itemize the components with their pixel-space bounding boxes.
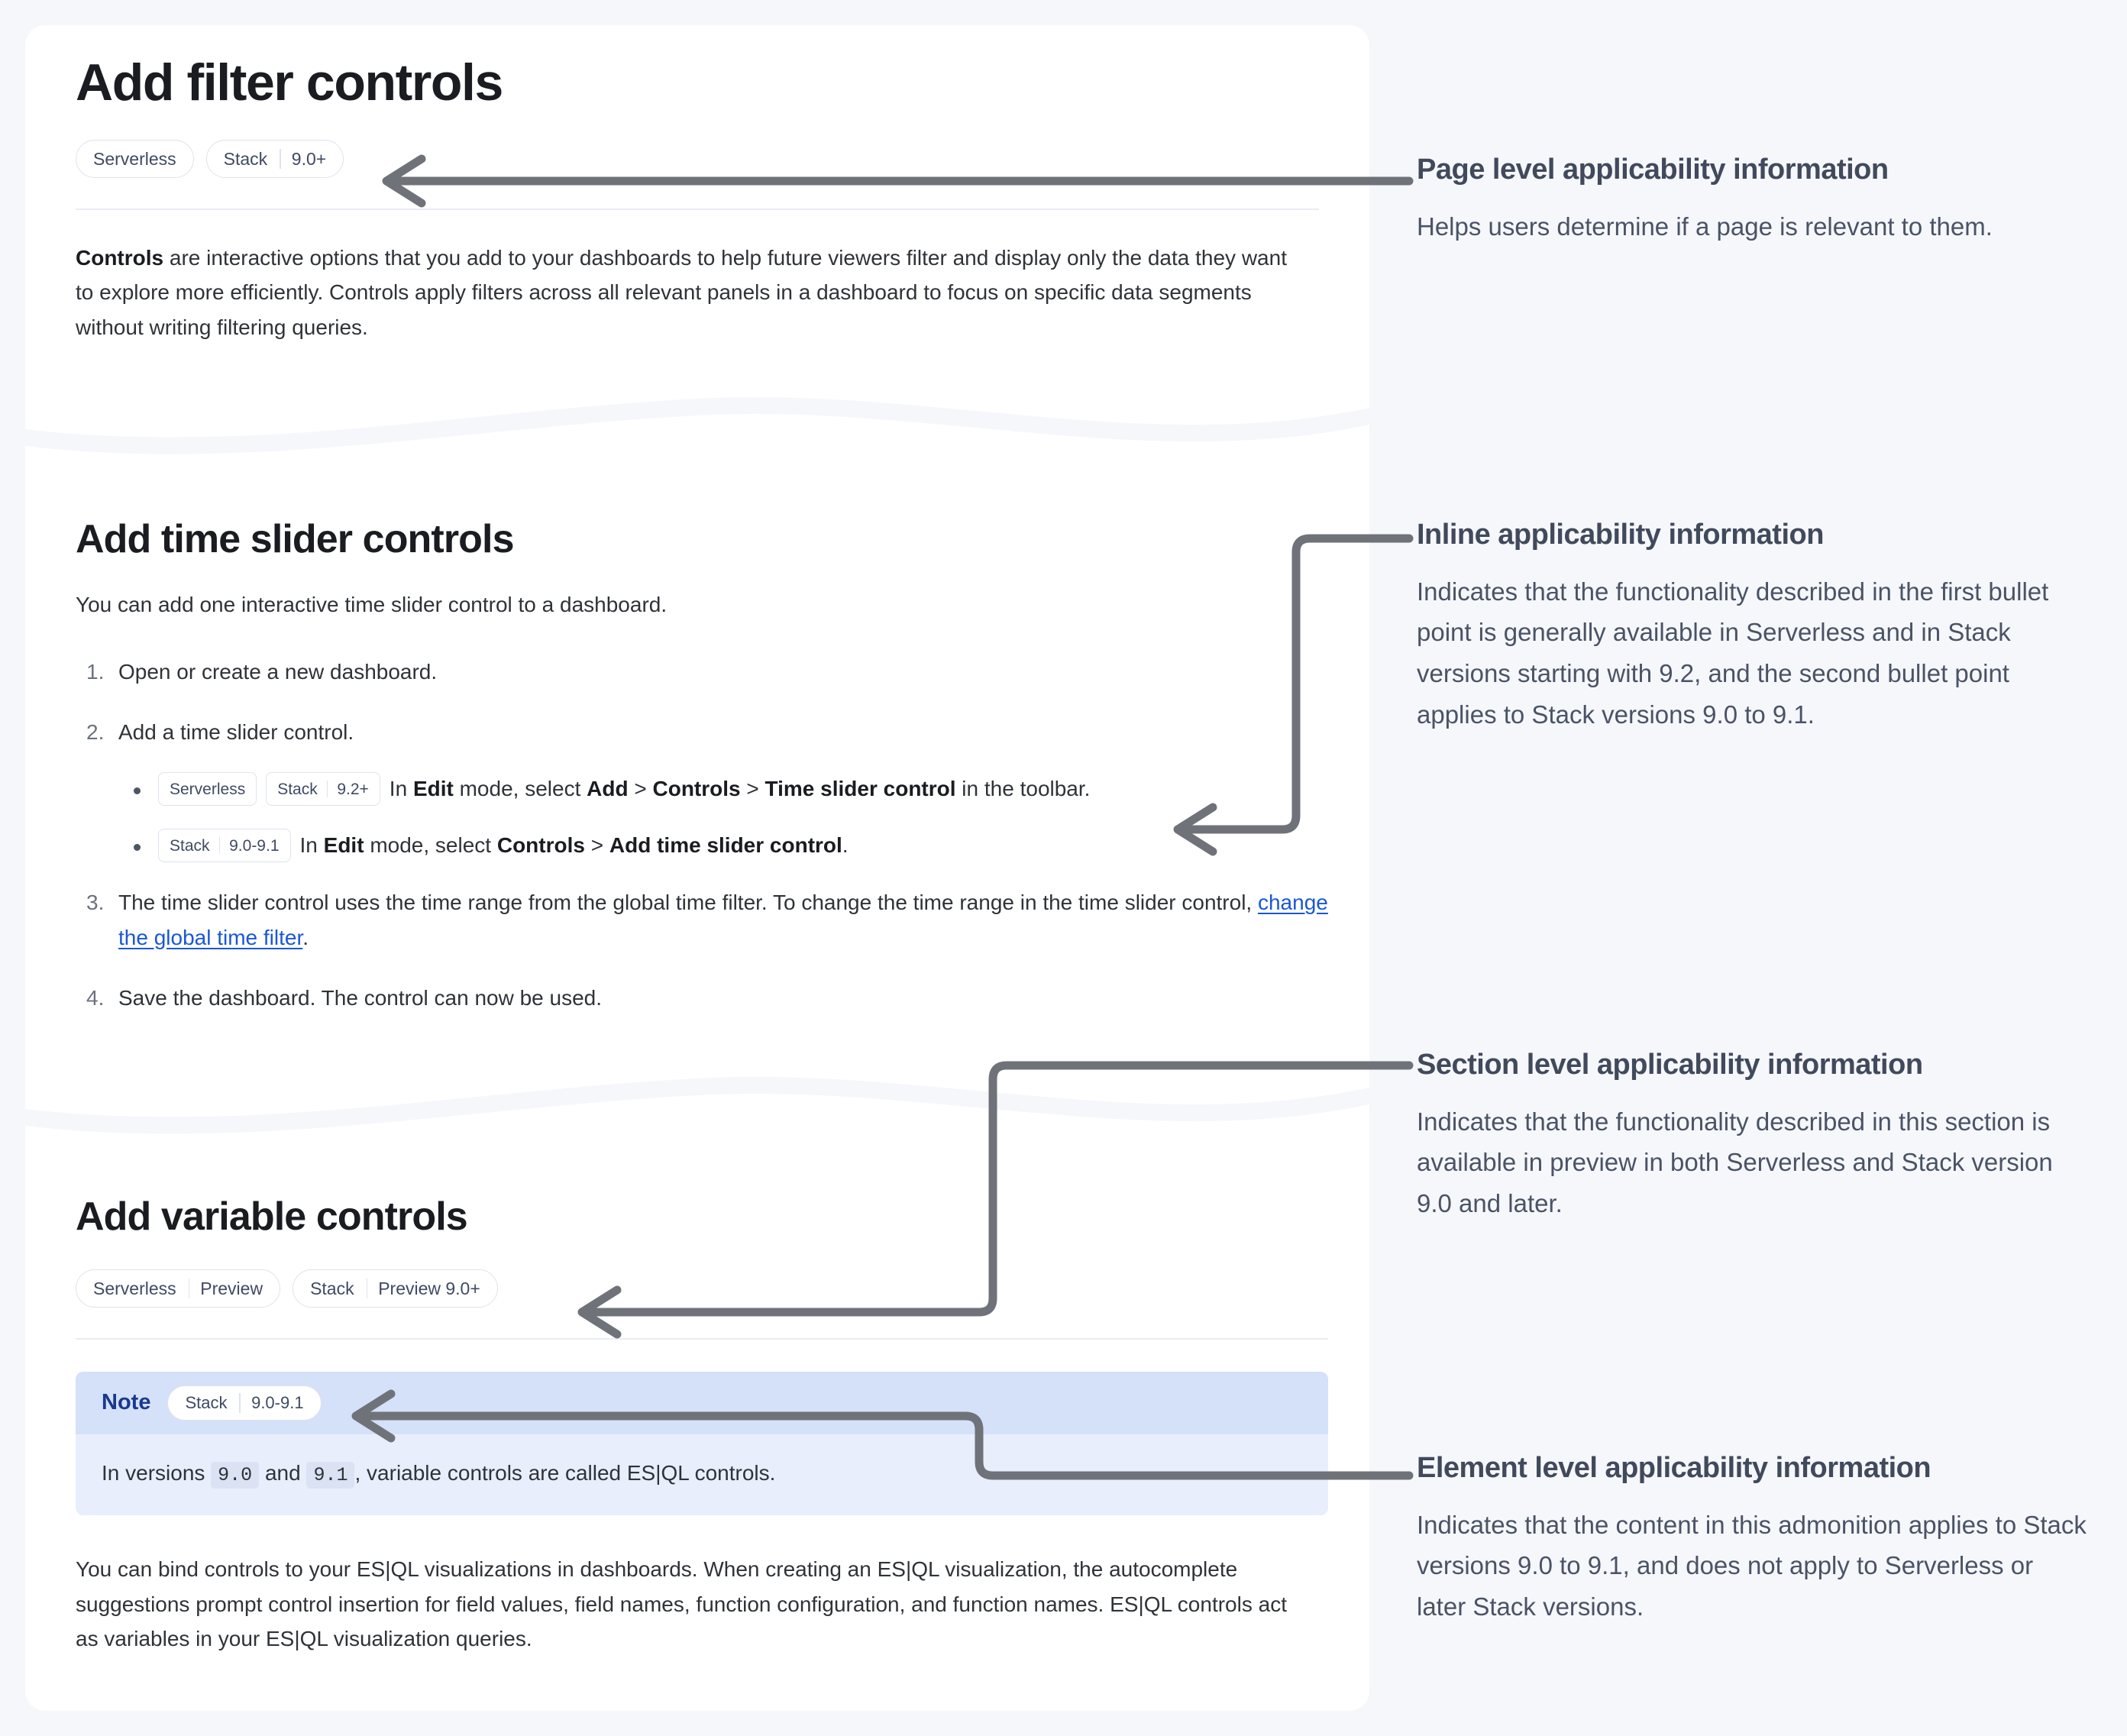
- badge-stack-inline[interactable]: Stack 9.2+: [266, 772, 380, 807]
- badge-name: Stack: [310, 1278, 354, 1298]
- step-item: The time slider control uses the time ra…: [76, 885, 1328, 955]
- badge-version: Preview 9.0+: [378, 1278, 480, 1298]
- annotation-text: Indicates that the content in this admon…: [1417, 1510, 2087, 1621]
- badge-separator: [326, 781, 328, 798]
- intro-paragraph: Controls are interactive options that yo…: [76, 241, 1298, 344]
- wave-divider-1: [25, 382, 1369, 458]
- badge-serverless-preview[interactable]: Serverless Preview: [76, 1269, 281, 1308]
- doc-card-top: [25, 25, 1369, 407]
- section-title-time-slider: Add time slider controls: [76, 517, 515, 561]
- badge-name: Stack: [185, 1392, 228, 1412]
- wave-divider-2: [25, 1062, 1369, 1138]
- annotation-inline-level: Inline applicability information Indicat…: [1417, 518, 2089, 735]
- badge-stack-inline[interactable]: Stack 9.0-9.1: [158, 829, 291, 863]
- annotation-page-level: Page level applicability information Hel…: [1417, 153, 2089, 247]
- annotation-element-level: Element level applicability information …: [1417, 1451, 2089, 1628]
- badge-serverless-inline[interactable]: Serverless: [158, 772, 257, 807]
- badge-separator: [188, 1279, 190, 1299]
- section-applicability-badges: Serverless Preview Stack Preview 9.0+: [76, 1269, 1319, 1308]
- badge-separator: [239, 1392, 241, 1413]
- t: .: [842, 833, 849, 858]
- t: Edit: [323, 833, 364, 858]
- badge-name: Stack: [277, 780, 318, 798]
- note-text: and: [259, 1460, 307, 1485]
- note-admonition: Note Stack 9.0-9.1 In versions 9.0 and 9…: [76, 1371, 1328, 1516]
- t: In: [389, 777, 413, 801]
- global-time-filter-link[interactable]: change the global time filter: [118, 891, 1328, 949]
- badge-stack[interactable]: Stack 9.0+: [205, 140, 344, 179]
- badge-version: 9.2+: [337, 780, 369, 798]
- annotation-text: Helps users determine if a page is relev…: [1417, 212, 1993, 241]
- note-text: , variable controls are called ES|QL con…: [354, 1460, 776, 1485]
- annotation-text: Indicates that the functionality describ…: [1417, 577, 2049, 729]
- step-text: The time slider control uses the time ra…: [118, 891, 1258, 915]
- badge-version: 9.0-9.1: [251, 1392, 304, 1412]
- badge-name: Serverless: [170, 780, 246, 798]
- sub-item-text: In Edit mode, select Add > Controls > Ti…: [390, 773, 1091, 805]
- sub-item-text: In Edit mode, select Controls > Add time…: [300, 829, 849, 862]
- step-sub-list: Serverless Stack 9.2+ In Edit mode, sele…: [118, 772, 1319, 863]
- time-slider-steps: Open or create a new dashboard. Add a ti…: [76, 655, 1328, 1016]
- t: >: [584, 833, 609, 858]
- badge-name: Stack: [223, 148, 268, 169]
- page-title: Add filter controls: [76, 53, 503, 112]
- badge-stack-preview[interactable]: Stack Preview 9.0+: [293, 1269, 498, 1308]
- section-title-variable: Add variable controls: [76, 1195, 468, 1239]
- note-label: Note: [102, 1390, 151, 1415]
- step-text: Save the dashboard. The control can now …: [118, 985, 603, 1010]
- note-text: In versions: [102, 1460, 212, 1485]
- note-header: Note Stack 9.0-9.1: [76, 1371, 1328, 1434]
- variable-controls-paragraph: You can bind controls to your ES|QL visu…: [76, 1557, 1287, 1650]
- t: >: [628, 777, 653, 801]
- t: mode, select: [364, 833, 497, 858]
- badge-name: Serverless: [93, 148, 176, 169]
- annotation-title: Page level applicability information: [1417, 154, 1889, 186]
- title-divider: [76, 209, 1319, 211]
- badge-separator: [366, 1279, 368, 1299]
- badge-serverless[interactable]: Serverless: [76, 140, 194, 179]
- t: mode, select: [453, 777, 587, 801]
- step-text-end: .: [302, 925, 309, 949]
- annotation-section-level: Section level applicability information …: [1417, 1048, 2089, 1224]
- sub-item-2: Stack 9.0-9.1 In Edit mode, select Contr…: [118, 829, 1319, 863]
- note-body: In versions 9.0 and 9.1, variable contro…: [76, 1434, 1328, 1516]
- sub-item-1: Serverless Stack 9.2+ In Edit mode, sele…: [118, 772, 1319, 807]
- section-divider: [76, 1338, 1328, 1340]
- step-text: Add a time slider control.: [118, 719, 354, 744]
- step-text: Open or create a new dashboard.: [118, 659, 438, 684]
- t: Add: [587, 777, 629, 801]
- t: In: [299, 833, 324, 858]
- time-slider-intro: You can add one interactive time slider …: [76, 593, 668, 617]
- step-item: Open or create a new dashboard.: [76, 655, 1319, 690]
- annotation-text: Indicates that the functionality describ…: [1417, 1107, 2053, 1218]
- t: Edit: [412, 777, 454, 801]
- badge-separator: [218, 837, 221, 855]
- annotation-title: Element level applicability information: [1417, 1452, 1931, 1484]
- page-applicability-badges: Serverless Stack 9.0+: [76, 140, 1319, 179]
- intro-rest: are interactive options that you add to …: [76, 246, 1287, 339]
- badge-version: Preview: [200, 1278, 263, 1298]
- badge-name: Stack: [170, 836, 210, 855]
- step-item: Add a time slider control. Serverless St…: [76, 715, 1319, 863]
- t: Time slider control: [764, 777, 956, 801]
- intro-lead: Controls: [76, 246, 164, 270]
- t: >: [740, 777, 765, 801]
- badge-name: Serverless: [93, 1278, 176, 1298]
- annotation-title: Section level applicability information: [1417, 1049, 1923, 1081]
- t: in the toolbar.: [955, 777, 1091, 801]
- badge-stack-note[interactable]: Stack 9.0-9.1: [167, 1385, 322, 1421]
- step-item: Save the dashboard. The control can now …: [76, 981, 1319, 1016]
- badge-version: 9.0+: [291, 148, 327, 169]
- t: Controls: [496, 833, 585, 858]
- code-version-90: 9.0: [211, 1461, 260, 1489]
- t: Controls: [652, 777, 741, 801]
- annotation-title: Inline applicability information: [1417, 519, 1824, 551]
- code-version-91: 9.1: [306, 1461, 355, 1489]
- t: Add time slider control: [609, 833, 842, 858]
- badge-version: 9.0-9.1: [229, 836, 280, 855]
- badge-separator: [280, 149, 281, 170]
